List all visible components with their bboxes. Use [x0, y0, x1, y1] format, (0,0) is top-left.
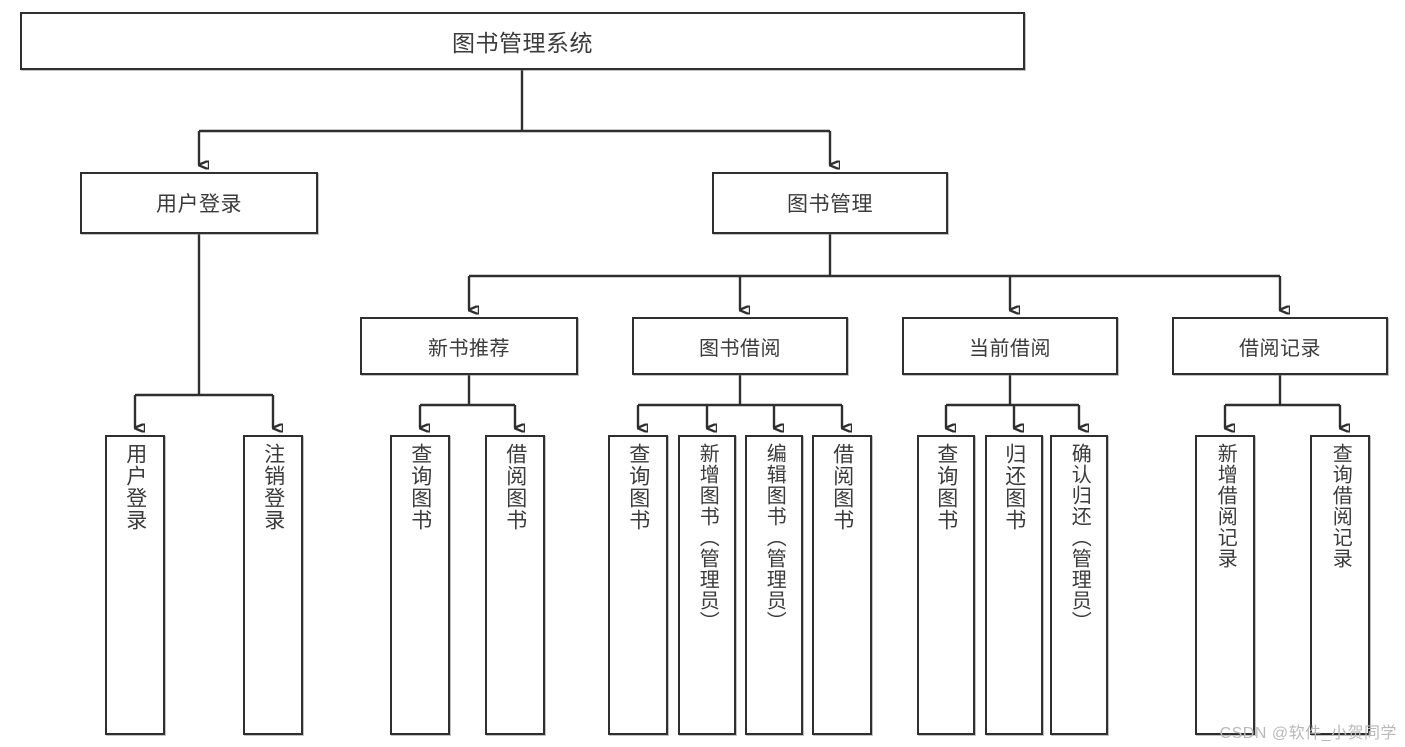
node-level2-current-borrow[interactable]: 当前借阅: [902, 317, 1118, 375]
node-leaf-edit-book-admin[interactable]: 编辑图书（管理员）: [745, 435, 803, 735]
node-label: 注销登录: [261, 443, 285, 531]
watermark-text: CSDN @软件_小贺同学: [1219, 725, 1397, 742]
node-label: 借阅图书: [503, 443, 527, 531]
node-leaf-confirm-return-admin[interactable]: 确认归还（管理员）: [1050, 435, 1108, 735]
node-label: 编辑图书（管理员）: [763, 443, 786, 632]
node-leaf-logout[interactable]: 注销登录: [243, 435, 303, 735]
node-label: 查询图书: [934, 443, 958, 531]
node-level1-user-login[interactable]: 用户登录: [80, 172, 318, 234]
node-leaf-query-borrow-record[interactable]: 查询借阅记录: [1310, 435, 1370, 735]
node-leaf-add-borrow-record[interactable]: 新增借阅记录: [1195, 435, 1255, 735]
node-leaf-query-book-current[interactable]: 查询图书: [917, 435, 975, 735]
node-label: 借阅图书: [830, 443, 854, 531]
node-leaf-query-book-borrow[interactable]: 查询图书: [608, 435, 668, 735]
node-leaf-user-login[interactable]: 用户登录: [105, 435, 165, 735]
node-label: 当前借阅: [969, 337, 1051, 360]
node-leaf-add-book-admin[interactable]: 新增图书（管理员）: [678, 435, 736, 735]
node-leaf-borrow-book[interactable]: 借阅图书: [812, 435, 872, 735]
node-label: 新书推荐: [428, 337, 510, 360]
node-leaf-query-book-recommend[interactable]: 查询图书: [390, 435, 450, 735]
node-label: 图书管理系统: [452, 30, 593, 56]
node-label: 用户登录: [123, 443, 147, 531]
node-label: 查询图书: [408, 443, 432, 531]
node-label: 查询借阅记录: [1329, 443, 1352, 569]
node-leaf-return-book[interactable]: 归还图书: [985, 435, 1043, 735]
node-label: 图书管理: [787, 193, 873, 216]
node-level2-new-book-recommend[interactable]: 新书推荐: [360, 317, 578, 375]
node-label: 新增借阅记录: [1214, 443, 1237, 569]
node-level2-borrow-record[interactable]: 借阅记录: [1172, 317, 1388, 375]
node-leaf-borrow-book-recommend[interactable]: 借阅图书: [485, 435, 545, 735]
node-label: 图书借阅: [699, 337, 781, 360]
node-level1-book-management[interactable]: 图书管理: [712, 172, 948, 234]
node-label: 确认归还（管理员）: [1068, 443, 1091, 632]
node-level2-book-borrow[interactable]: 图书借阅: [632, 317, 848, 375]
node-root-system[interactable]: 图书管理系统: [20, 12, 1025, 70]
node-label: 归还图书: [1002, 443, 1026, 531]
node-label: 借阅记录: [1239, 337, 1321, 360]
node-label: 新增图书（管理员）: [696, 443, 719, 632]
node-label: 查询图书: [626, 443, 650, 531]
node-label: 用户登录: [156, 193, 242, 216]
